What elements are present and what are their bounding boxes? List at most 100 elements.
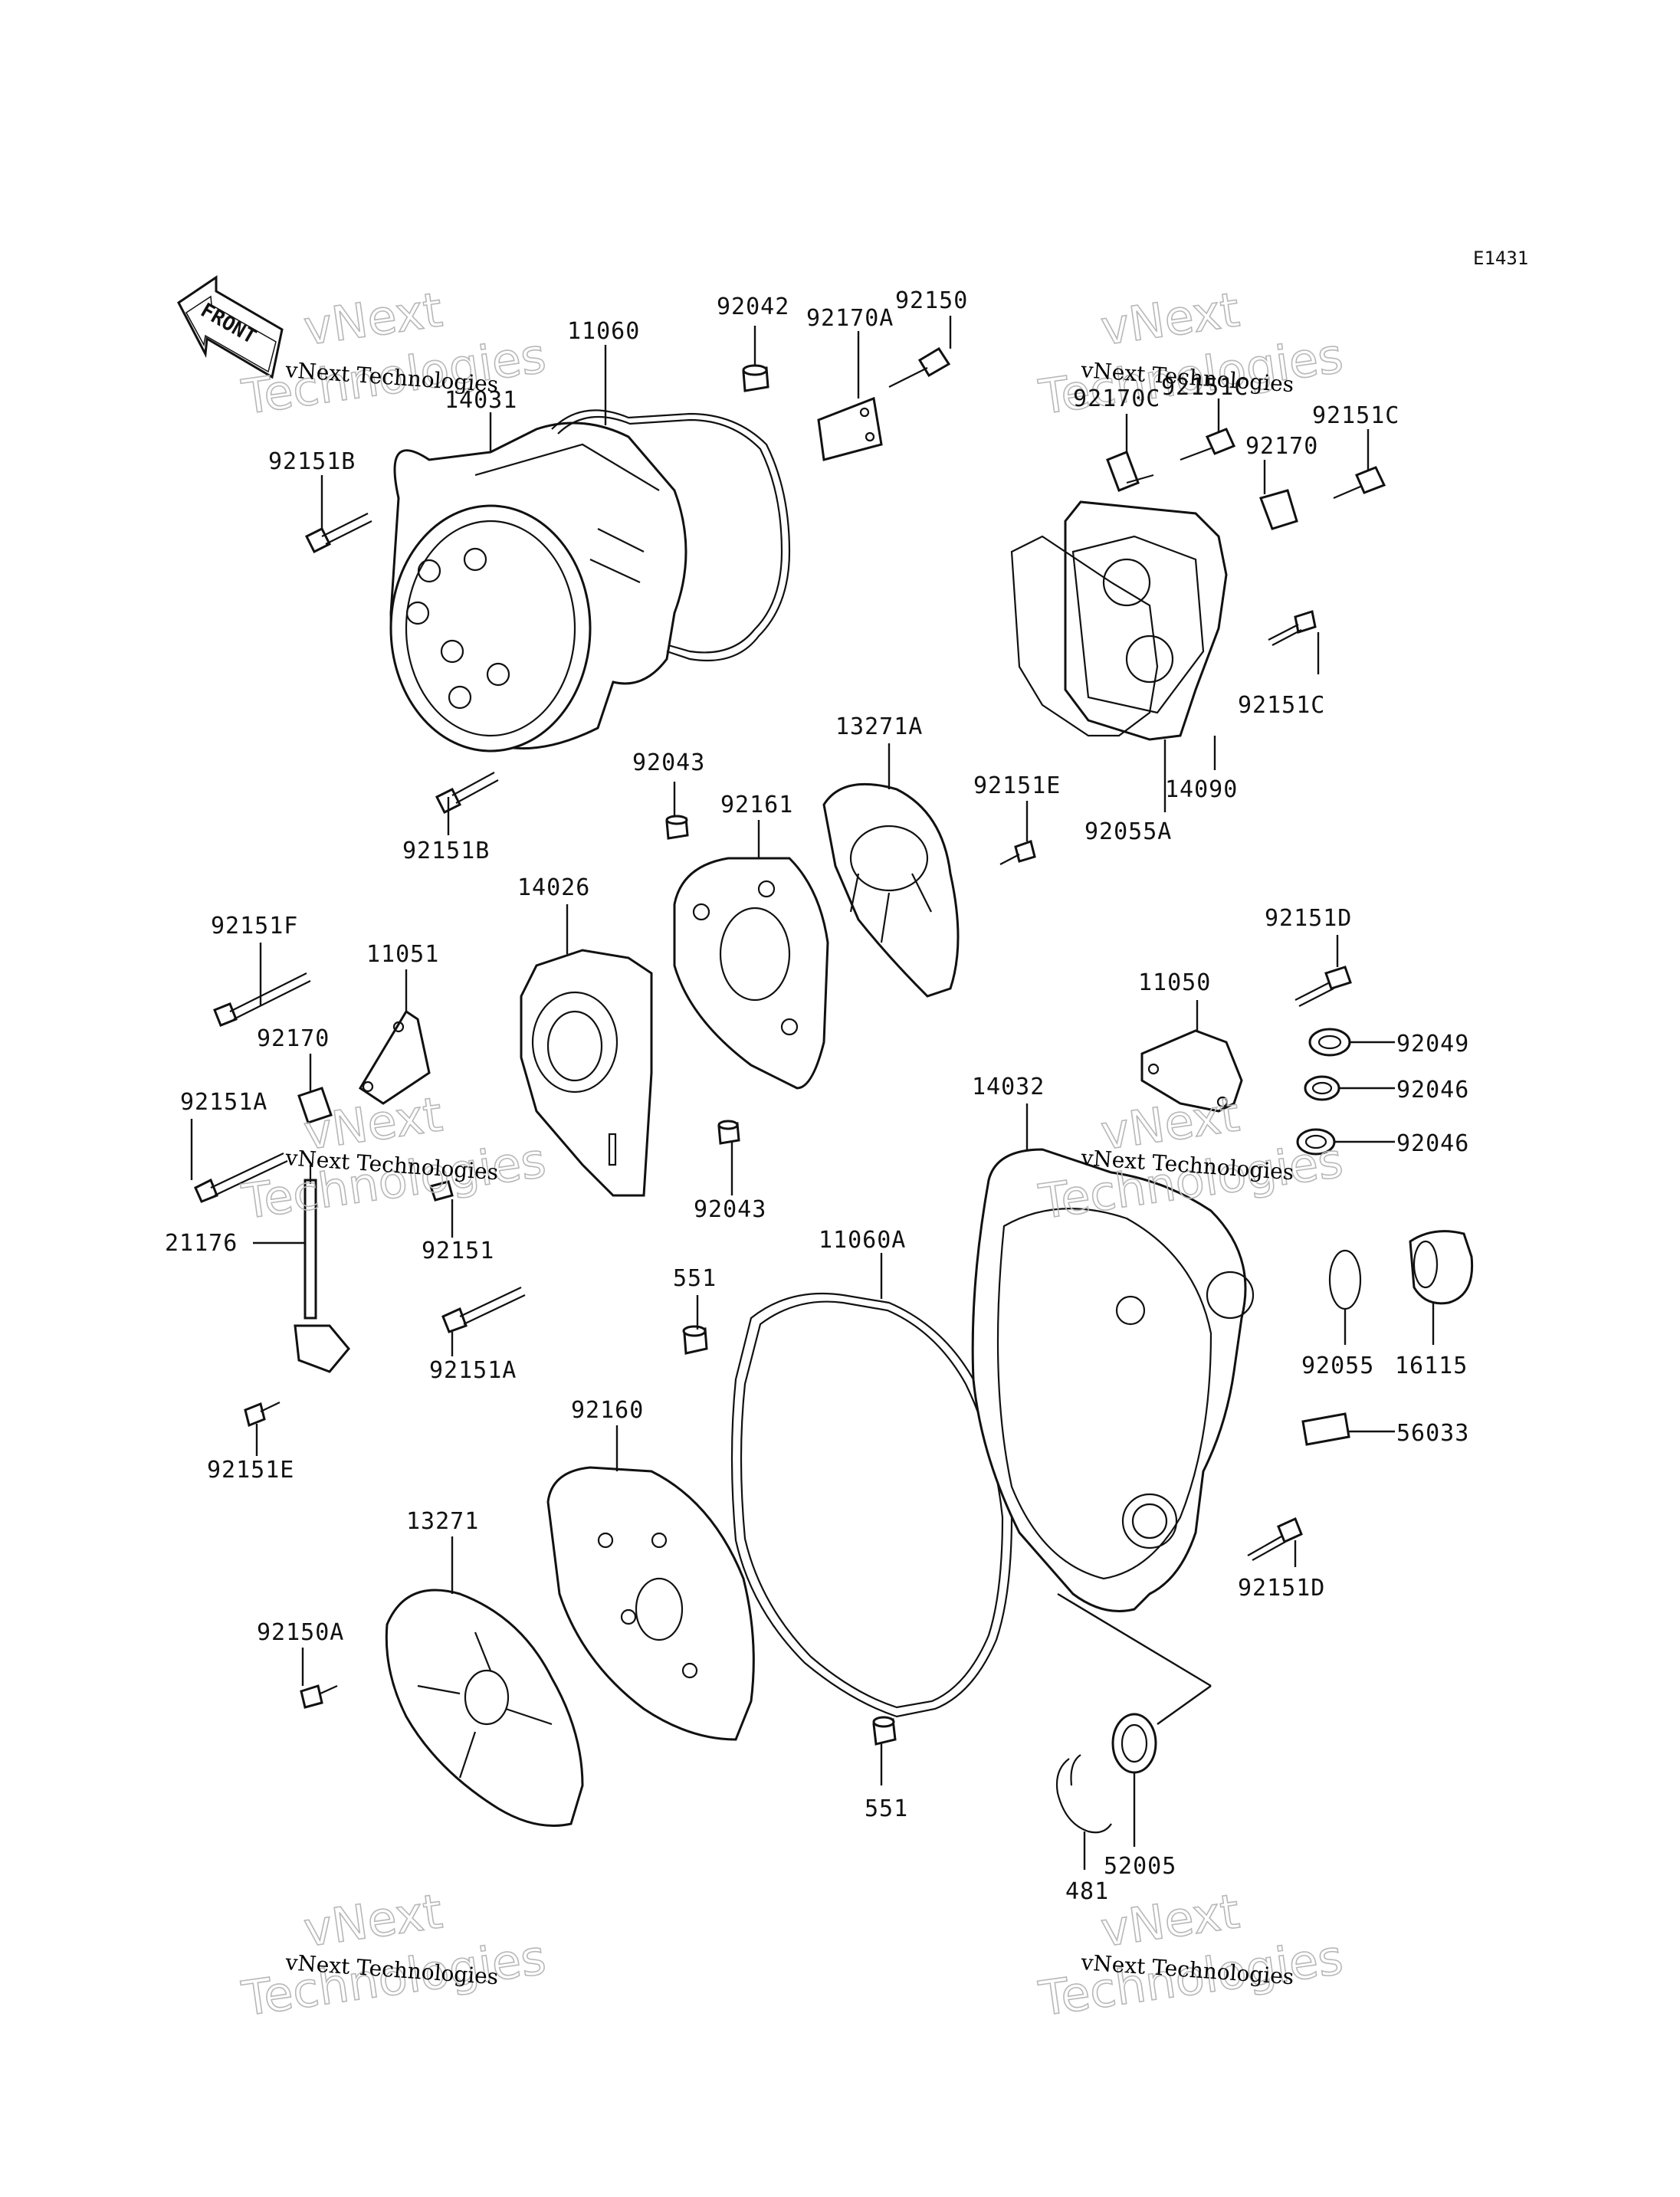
part-label-92046-b: 92046	[1396, 1130, 1469, 1157]
bolt-92151E-bottom	[244, 1402, 281, 1428]
bolt-92151F	[213, 972, 311, 1027]
plate-92161	[673, 857, 829, 1090]
part-label-551-top: 551	[673, 1265, 717, 1292]
part-label-92170-mid: 92170	[257, 1025, 330, 1052]
clamp-92170C	[1106, 451, 1154, 492]
cap-16115	[1409, 1230, 1474, 1305]
generator-cover-14031	[389, 421, 687, 753]
clamp-92170-top	[1259, 489, 1298, 530]
part-label-481: 481	[1065, 1878, 1109, 1905]
part-label-92046-a: 92046	[1396, 1077, 1469, 1103]
part-label-52005: 52005	[1104, 1853, 1176, 1880]
circlip-481	[1055, 1754, 1112, 1834]
part-label-92161: 92161	[720, 792, 793, 818]
bolt-92151B-top	[304, 513, 372, 554]
part-label-92151C-a: 92151C	[1161, 374, 1249, 401]
part-label-14032: 14032	[972, 1074, 1045, 1100]
part-label-92170A: 92170A	[806, 305, 894, 332]
clutch-cover-14032	[971, 1148, 1255, 1612]
cover-14090	[1064, 500, 1228, 741]
bolt-92151C-b	[1333, 466, 1386, 500]
bolt-92151	[429, 1180, 454, 1202]
part-labels: 11060 92042 92170A 92150 14031 92151B 92…	[165, 287, 1469, 1905]
label-56033	[1301, 1412, 1350, 1446]
bolt-92151D-top	[1294, 966, 1352, 1007]
part-label-92150: 92150	[895, 287, 968, 314]
bolt-92151B-bottom	[435, 772, 499, 815]
plate-13271	[385, 1589, 584, 1827]
plate-92160	[546, 1466, 755, 1741]
part-label-92043-top: 92043	[632, 749, 705, 776]
part-label-92151: 92151	[422, 1238, 494, 1264]
part-label-92055: 92055	[1301, 1353, 1374, 1379]
part-label-92151E-bottom: 92151E	[207, 1457, 294, 1484]
cover-14026	[520, 949, 653, 1197]
bolt-92151C-a	[1180, 428, 1236, 461]
bolt-92151E-top	[999, 840, 1036, 865]
dowel-551-bottom	[872, 1716, 897, 1746]
bolt-92151A-bottom	[441, 1287, 526, 1333]
part-label-11050: 11050	[1138, 969, 1211, 996]
part-label-92151C-b: 92151C	[1312, 402, 1399, 429]
part-label-92043-bottom: 92043	[694, 1196, 766, 1223]
seal-92049	[1308, 1028, 1351, 1057]
part-label-13271A: 13271A	[835, 713, 923, 740]
part-label-92170C: 92170C	[1073, 385, 1160, 412]
plate-13271A	[822, 782, 960, 998]
part-label-14090: 14090	[1165, 776, 1238, 803]
part-label-92151E-top: 92151E	[973, 772, 1061, 799]
part-label-11051: 11051	[366, 941, 439, 968]
part-label-56033: 56033	[1396, 1420, 1469, 1447]
leader-lines	[190, 316, 1435, 1870]
dowel-92042	[742, 364, 769, 392]
bolt-92150A	[300, 1684, 338, 1709]
part-label-92151F: 92151F	[211, 913, 298, 939]
part-label-14026: 14026	[517, 874, 590, 901]
part-label-92151B-bottom: 92151B	[402, 838, 490, 864]
bolt-92151A-top	[194, 1153, 288, 1203]
part-label-92055A: 92055A	[1084, 818, 1172, 845]
part-label-11060: 11060	[567, 318, 640, 345]
gasket-11060A	[730, 1292, 1013, 1718]
bracket-11051	[358, 1009, 431, 1105]
bolt-92150	[888, 346, 951, 388]
part-label-92151B-top: 92151B	[268, 448, 356, 475]
gasket-11060	[551, 409, 791, 662]
part-label-92151A-bottom: 92151A	[429, 1357, 517, 1384]
bearing-92046-a	[1304, 1075, 1340, 1101]
dowel-92043-bottom	[717, 1120, 740, 1145]
seal-52005	[1111, 1713, 1157, 1774]
bracket-11050	[1140, 1029, 1243, 1113]
dowel-92043-top	[665, 815, 689, 840]
bolt-92151C-c	[1268, 610, 1317, 646]
o-ring-92055	[1328, 1249, 1362, 1310]
part-label-92170-top: 92170	[1245, 433, 1318, 460]
part-label-92151C-c: 92151C	[1238, 692, 1325, 719]
watermark-bottom-left: vNext Technologies vNext Technologies	[238, 1883, 550, 2028]
diagram-code: E1431	[1473, 248, 1528, 269]
clamp-92170A	[817, 396, 883, 461]
gasket-92055A	[1010, 535, 1159, 737]
part-label-11060A: 11060A	[819, 1227, 906, 1254]
clamp-92170-mid	[297, 1087, 333, 1124]
part-label-21176: 21176	[165, 1230, 238, 1257]
bolt-92151D-bottom	[1247, 1517, 1303, 1561]
part-label-92042: 92042	[717, 293, 789, 320]
part-label-92151A-top: 92151A	[180, 1089, 267, 1116]
part-label-92151D-bottom: 92151D	[1238, 1575, 1325, 1602]
part-label-551-bottom: 551	[865, 1795, 908, 1822]
watermark-middle-left: vNext Technologies vNext Technologies	[238, 1086, 550, 1231]
bearing-92046-b	[1296, 1128, 1336, 1156]
front-arrow-icon: FRONT	[177, 275, 284, 379]
part-label-92150A: 92150A	[257, 1619, 344, 1646]
part-label-92151D-top: 92151D	[1265, 905, 1352, 932]
part-label-14031: 14031	[445, 387, 517, 414]
part-label-13271: 13271	[406, 1508, 479, 1535]
part-label-92049: 92049	[1396, 1031, 1469, 1058]
watermark-middle-right: vNext Technologies vNext Technologies	[1035, 1086, 1347, 1231]
sensor-21176	[294, 1165, 350, 1373]
part-label-16115: 16115	[1395, 1353, 1468, 1379]
dowel-551-top	[682, 1325, 708, 1355]
part-label-92160: 92160	[571, 1397, 644, 1424]
